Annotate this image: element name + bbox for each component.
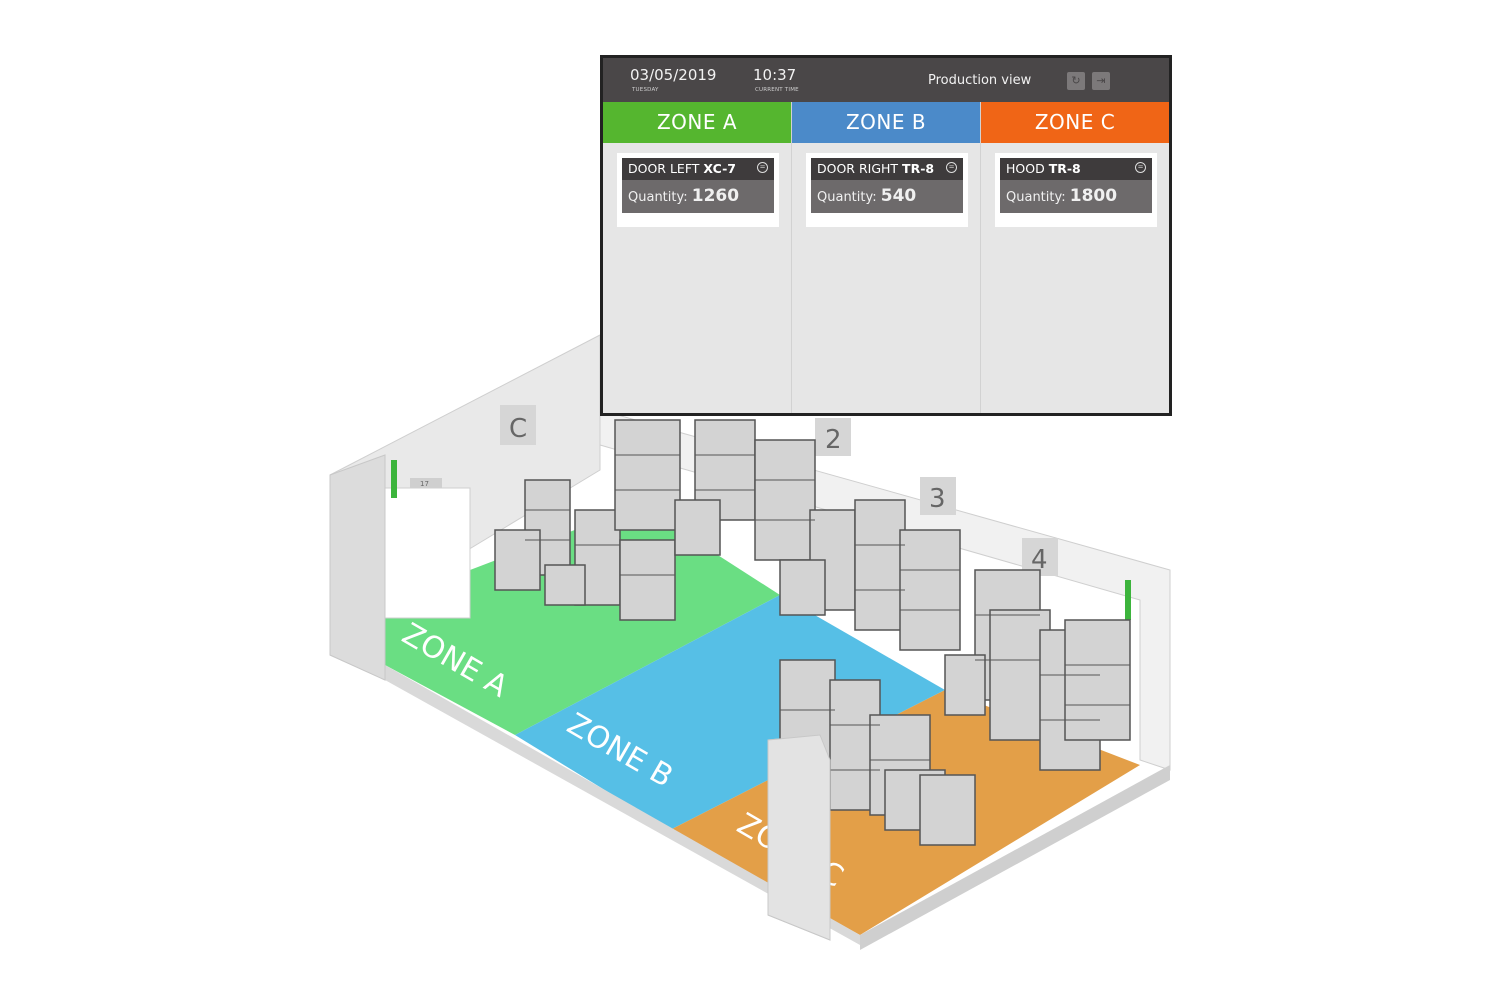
top-bar: 03/05/2019 TUESDAY 10:37 CURRENT TIME Pr…	[603, 58, 1169, 102]
part-card-b[interactable]: DOOR RIGHT TR-8 = Quantity: 540	[806, 153, 968, 227]
floor-zone-b	[515, 595, 945, 830]
quantity-value: 540	[880, 186, 917, 206]
svg-text:4: 4	[1031, 545, 1048, 575]
quantity-value: 1260	[691, 186, 740, 206]
card-title: DOOR LEFT XC-7 =	[622, 158, 774, 180]
zone-header-c: ZONE C	[981, 102, 1169, 143]
info-icon[interactable]: =	[1135, 162, 1146, 173]
green-signal-light	[1125, 580, 1131, 620]
door-sign	[410, 478, 442, 488]
floor-edge-right	[860, 765, 1170, 950]
refresh-icon[interactable]: ↻	[1067, 72, 1085, 90]
card-title: HOOD TR-8 =	[1000, 158, 1152, 180]
info-icon[interactable]: =	[757, 162, 768, 173]
quantity-label: Quantity:	[628, 190, 688, 205]
card-part-name: HOOD	[1006, 161, 1045, 176]
front-pillar-left	[329, 454, 386, 681]
card-part-name: DOOR RIGHT	[817, 161, 899, 176]
svg-text:C: C	[509, 414, 527, 444]
part-card-c[interactable]: HOOD TR-8 = Quantity: 1800	[995, 153, 1157, 227]
svg-text:2: 2	[825, 425, 842, 455]
time-caption: CURRENT TIME	[755, 87, 799, 93]
info-icon[interactable]: =	[946, 162, 957, 173]
card-part-code: XC-7	[703, 161, 736, 176]
card-part-code: TR-8	[902, 161, 935, 176]
current-time: 10:37	[753, 66, 797, 84]
zone-header-b: ZONE B	[792, 102, 980, 143]
card-part-code: TR-8	[1048, 161, 1081, 176]
rack-shelf-lines	[525, 454, 1130, 771]
day-caption: TUESDAY	[632, 87, 659, 93]
floor-edge	[385, 665, 860, 945]
zone-column-a: ZONE A DOOR LEFT XC-7 = Quantity: 1260	[603, 102, 792, 413]
door-number: 17	[420, 480, 429, 488]
current-date: 03/05/2019	[630, 66, 717, 84]
card-part-name: DOOR LEFT	[628, 161, 700, 176]
quantity-label: Quantity:	[1006, 190, 1066, 205]
front-pillar-right-overlay	[767, 734, 831, 941]
logout-icon[interactable]: ⇥	[1092, 72, 1110, 90]
floor-zone-a	[385, 505, 780, 735]
zone-column-c: ZONE C HOOD TR-8 = Quantity: 1800	[981, 102, 1169, 413]
zone-columns: ZONE A DOOR LEFT XC-7 = Quantity: 1260 Z…	[603, 102, 1169, 413]
door-opening	[384, 487, 471, 619]
production-view-panel: 03/05/2019 TUESDAY 10:37 CURRENT TIME Pr…	[600, 55, 1172, 416]
card-quantity: Quantity: 1800	[1000, 180, 1152, 213]
zone-header-a: ZONE A	[603, 102, 791, 143]
view-title: Production view	[928, 73, 1032, 88]
svg-text:3: 3	[929, 484, 946, 514]
wall-sign-3: 3	[920, 477, 956, 515]
card-quantity: Quantity: 540	[811, 180, 963, 213]
zone-column-b: ZONE B DOOR RIGHT TR-8 = Quantity: 540	[792, 102, 981, 413]
wall-sign-c: C	[500, 405, 536, 445]
part-card-a[interactable]: DOOR LEFT XC-7 = Quantity: 1260	[617, 153, 779, 227]
wall-sign-2: 2	[815, 418, 851, 456]
card-quantity: Quantity: 1260	[622, 180, 774, 213]
card-title: DOOR RIGHT TR-8 =	[811, 158, 963, 180]
quantity-label: Quantity:	[817, 190, 877, 205]
green-signal-light	[391, 460, 397, 498]
quantity-value: 1800	[1069, 186, 1118, 206]
